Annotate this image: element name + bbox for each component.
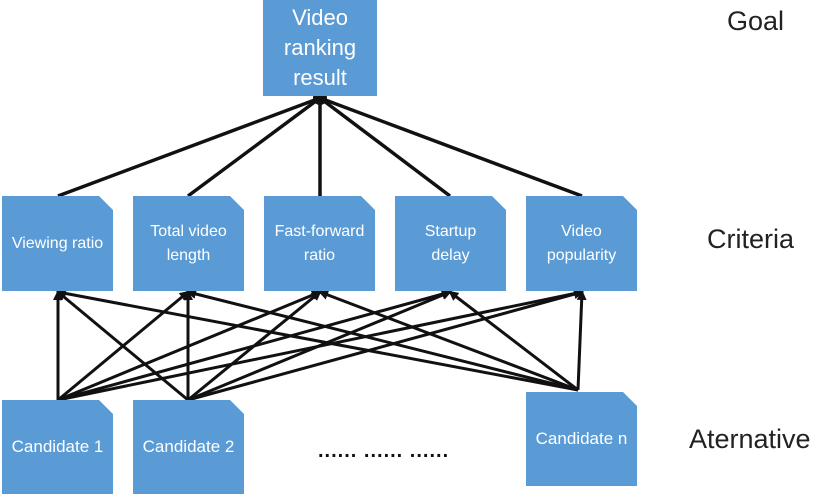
goal-criterion-link [318, 96, 452, 198]
alternative-criterion-arrow [187, 289, 584, 402]
goal-criterion-link [57, 96, 321, 198]
alternative-candidate-n: Candidate n [526, 392, 637, 486]
alternative-criterion-arrow [576, 290, 587, 391]
criterion-total-video-length: Total video length [133, 196, 244, 291]
criterion-label: Fast-forward ratio [274, 222, 365, 264]
alternative-label: Candidate n [535, 429, 628, 448]
alternative-label: Candidate 1 [11, 437, 104, 456]
goal-criterion-link [186, 96, 322, 198]
criterion-viewing-ratio: Viewing ratio [2, 196, 113, 291]
alternatives-ellipsis: ...... ...... ...... [318, 440, 450, 462]
criterion-fast-forward-ratio: Fast-forward ratio [264, 196, 375, 291]
alternative-criterion-arrow [187, 290, 452, 402]
alternative-candidate-1: Candidate 1 [2, 400, 113, 494]
criterion-label: Viewing ratio [11, 234, 104, 252]
criterion-label: Startup delay [424, 222, 477, 264]
alternative-criterion-arrow [318, 290, 579, 392]
level-label-criteria: Criteria [707, 224, 795, 254]
alternative-criterion-arrow [448, 290, 579, 392]
criterion-startup-delay: Startup delay [395, 196, 506, 291]
goal-criterion-link [319, 96, 583, 198]
alternative-criterion-arrow [56, 288, 579, 392]
level-label-alternative: Aternative [689, 424, 811, 454]
alternative-candidate-2: Candidate 2 [133, 400, 244, 494]
criterion-label: Total video length [150, 222, 227, 264]
goal-box: Video ranking result [263, 0, 377, 96]
alternative-criterion-arrow [186, 289, 579, 392]
alternative-criterion-arrow [187, 290, 322, 402]
goal-label: Video ranking result [283, 5, 357, 90]
criterion-video-popularity: Video popularity [526, 196, 637, 291]
level-label-goal: Goal [727, 6, 785, 36]
criterion-label: Video popularity [546, 222, 617, 264]
alternative-criterion-arrow [56, 290, 189, 402]
alternative-label: Candidate 2 [142, 437, 235, 456]
